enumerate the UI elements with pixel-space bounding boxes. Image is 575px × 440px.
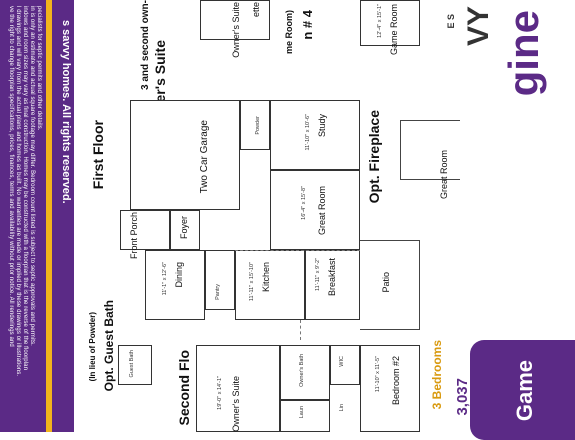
dining-label: Dining — [174, 262, 184, 288]
banner-title: Game — [512, 360, 537, 422]
option4-sub: me Room) — [284, 10, 294, 55]
foyer-room — [170, 210, 200, 250]
great-room-dim: 16'-4" x 15'-8" — [301, 186, 307, 220]
linen-label: Lin — [339, 404, 345, 412]
owners-suite-top-label: Owner's Suite — [231, 2, 241, 58]
pantry-room — [205, 250, 235, 310]
laundry-label: Laun — [299, 406, 305, 419]
front-porch-label: Front Porch — [129, 212, 139, 260]
second-floor-title: Second Flo — [176, 350, 192, 426]
game-room-dim: 12'-4" x 15'-1" — [377, 4, 383, 38]
owners-suite-option-note: 3 and second own- — [140, 0, 151, 91]
bedroom2-dim: 11'-10" x 11'-5" — [375, 356, 381, 393]
opt-guest-bath-sub: (In lieu of Powder) — [88, 312, 97, 382]
dining-room — [145, 250, 205, 320]
powder-room — [240, 100, 270, 150]
breakfast-dim: 11'-11" x 9'-2" — [315, 258, 321, 292]
study-dim: 11'-10" x 10'-6" — [305, 114, 311, 151]
beam-line — [300, 320, 301, 340]
great-room — [270, 170, 360, 250]
wic-room — [330, 345, 360, 385]
disclaimer-line: in is only an estimate and actual square… — [29, 6, 35, 346]
pantry-label: Pantry — [215, 284, 221, 300]
opt-fireplace-title: Opt. Fireplace — [366, 110, 382, 204]
disclaimer-line: indows and room sizes may vary as final … — [22, 6, 28, 371]
disclaimer-band — [0, 0, 46, 432]
gold-stripe — [46, 0, 52, 432]
owners-suite-dim: 19'-0" x 14'-1" — [217, 376, 223, 410]
patio-outline — [360, 240, 420, 330]
ceiling-line — [235, 250, 360, 251]
kitchen-dim: 11'-11" x 15'-10" — [249, 262, 255, 302]
owners-suite-top-room — [200, 0, 270, 40]
brand-logo-top: gine — [500, 10, 547, 97]
dining-dim: 11'-1" x 12'-6" — [162, 262, 168, 296]
kitchen-room — [235, 250, 305, 320]
bedroom2-room — [360, 345, 420, 432]
guest-bath-label: Guest Bath — [129, 350, 135, 378]
guest-bath-room — [118, 345, 152, 385]
ette-label: ette — [251, 2, 261, 18]
sqft-label: 3,037 — [454, 378, 471, 416]
patio-label: Patio — [381, 272, 391, 293]
study-label: Study — [317, 114, 327, 138]
owners-bath-label: Owner's Bath — [299, 354, 305, 387]
breakfast-room — [305, 250, 360, 320]
opt-great-room-outline — [400, 120, 460, 180]
opt-great-room-label: Great Room — [439, 150, 449, 200]
garage-label: Two Car Garage — [199, 120, 210, 194]
brand-logo-bottom: VY — [462, 6, 495, 47]
brand-logo-small: E S — [446, 14, 456, 29]
bedroom2-label: Bedroom #2 — [391, 356, 401, 406]
breakfast-label: Breakfast — [327, 258, 337, 297]
owners-bath-room — [280, 345, 330, 400]
first-floor-title: First Floor — [90, 120, 106, 190]
kitchen-label: Kitchen — [261, 262, 271, 293]
owners-suite-room — [196, 345, 280, 432]
game-room-top — [360, 0, 420, 46]
foyer-label: Foyer — [179, 216, 189, 240]
copyright-text: s savvy homes. All rights reserved. — [60, 20, 72, 204]
plan-banner — [470, 340, 575, 440]
great-room-label: Great Room — [317, 186, 327, 236]
disclaimer-line: l drawings and will vary from the actual… — [15, 6, 21, 377]
powder-label: Powder — [255, 116, 261, 135]
game-room-label: Game Room — [389, 4, 399, 56]
front-porch — [120, 210, 170, 250]
disclaimer-line: pecialists for septic permits and other … — [36, 6, 42, 131]
owners-suite-label: Owner's Suite — [231, 376, 241, 432]
bedrooms-count: 3 Bedrooms — [430, 340, 444, 410]
garage-room — [130, 100, 240, 210]
option4-title: n # 4 — [300, 10, 315, 40]
disclaimer-line: ve the right to change floorplan specifi… — [8, 6, 14, 347]
opt-guest-bath-title: Opt. Guest Bath — [102, 300, 116, 392]
copyright-band — [52, 0, 74, 432]
disclaimer-text: ve the right to change floorplan specifi… — [8, 0, 46, 432]
wic-label: WIC — [339, 356, 345, 367]
study-room — [270, 100, 360, 170]
